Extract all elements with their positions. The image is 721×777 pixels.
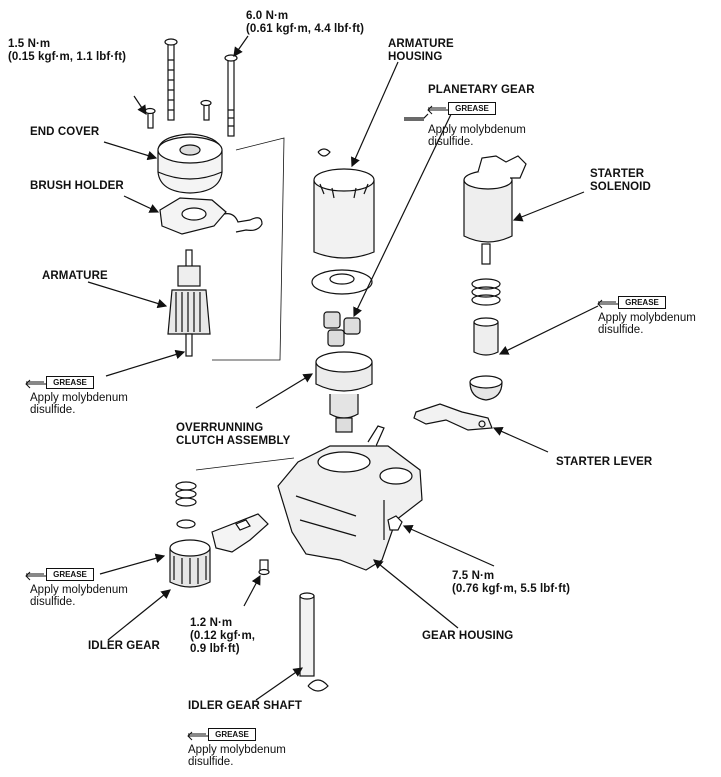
grease-tag-label: GREASE	[448, 102, 496, 115]
label-overrunning-clutch-2: CLUTCH ASSEMBLY	[176, 435, 291, 447]
torque-idler-bolt: 1.2 N·m	[190, 617, 233, 629]
torque-end-cover: 1.5 N·m	[8, 38, 51, 50]
grease-note-line2: disulfide.	[428, 136, 474, 148]
label-armature-housing-1: ARMATURE	[388, 38, 454, 50]
label-end-cover: END COVER	[30, 126, 100, 138]
grease-tag-icon: GREASE	[596, 294, 668, 312]
solenoid-plunger	[473, 317, 499, 356]
label-armature: ARMATURE	[42, 270, 108, 282]
grease-tag-icon: GREASE	[186, 726, 258, 744]
torque-idler-bolt-sub1: (0.12 kgf·m,	[190, 630, 256, 642]
label-idler-gear-shaft: IDLER GEAR SHAFT	[188, 700, 303, 712]
grease-note-line1: Apply molybdenum	[30, 584, 128, 596]
label-planetary-gear: PLANETARY GEAR	[428, 84, 535, 96]
planetary-gears-part	[323, 311, 361, 347]
torque-idler-bolt-sub2: 0.9 lbf·ft)	[190, 643, 240, 655]
overrunning-clutch-part	[315, 351, 373, 433]
torque-through-bolt-sub: (0.61 kgf·m, 4.4 lbf·ft)	[246, 23, 365, 35]
idler-bolt	[258, 559, 270, 576]
torque-through-bolt: 6.0 N·m	[246, 10, 289, 22]
starter-lever-part	[413, 403, 493, 431]
grease-tag-icon: GREASE	[24, 566, 96, 584]
grease-note-line1: Apply molybdenum	[598, 312, 696, 324]
grease-note-line2: disulfide.	[598, 324, 644, 336]
grease-note-line1: Apply molybdenum	[188, 744, 286, 756]
torque-end-cover-sub: (0.15 kgf·m, 1.1 lbf·ft)	[8, 51, 127, 63]
grease-tag-icon: GREASE	[24, 374, 96, 392]
torque-housing-nut: 7.5 N·m	[452, 570, 495, 582]
brush-holder-part	[159, 197, 263, 235]
grease-tag-icon: GREASE	[426, 100, 498, 118]
grease-note-line2: disulfide.	[188, 756, 234, 768]
housing-nut	[387, 515, 403, 531]
washer-plate	[311, 269, 373, 295]
solenoid-spring	[471, 278, 501, 306]
grease-tag-label: GREASE	[46, 568, 94, 581]
gear-housing-part	[277, 425, 423, 571]
armature-housing-part	[313, 148, 375, 259]
idler-gear-shaft-part	[299, 592, 329, 692]
label-overrunning-clutch-1: OVERRUNNING	[176, 422, 264, 434]
grease-note-line1: Apply molybdenum	[30, 392, 128, 404]
grease-note-line2: disulfide.	[30, 596, 76, 608]
grease-note-line2: disulfide.	[30, 404, 76, 416]
grease-tag-label: GREASE	[208, 728, 256, 741]
label-starter-solenoid-1: STARTER	[590, 168, 645, 180]
plunger-cup	[469, 375, 503, 401]
label-starter-lever: STARTER LEVER	[556, 456, 653, 468]
idler-gear-part	[169, 539, 211, 588]
end-cover-long-bolt	[164, 38, 178, 121]
grease-gun-icon	[404, 113, 429, 121]
torque-housing-nut-sub: (0.76 kgf·m, 5.5 lbf·ft)	[452, 583, 571, 595]
idler-retainer	[211, 513, 269, 553]
grease-note-line1: Apply molybdenum	[428, 124, 526, 136]
idler-washer	[176, 519, 196, 529]
armature-part	[167, 249, 211, 357]
end-cover-part	[157, 133, 223, 194]
grease-tag-label: GREASE	[46, 376, 94, 389]
label-armature-housing-2: HOUSING	[388, 51, 443, 63]
small-screw-right	[200, 99, 212, 121]
label-starter-solenoid-2: SOLENOID	[590, 181, 651, 193]
through-bolt	[224, 54, 238, 137]
grease-tag-label: GREASE	[618, 296, 666, 309]
starter-solenoid-part	[463, 155, 527, 265]
small-screw-left	[144, 107, 156, 129]
label-idler-gear: IDLER GEAR	[88, 640, 160, 652]
idler-spring	[175, 481, 197, 507]
label-brush-holder: BRUSH HOLDER	[30, 180, 124, 192]
label-gear-housing: GEAR HOUSING	[422, 630, 514, 642]
